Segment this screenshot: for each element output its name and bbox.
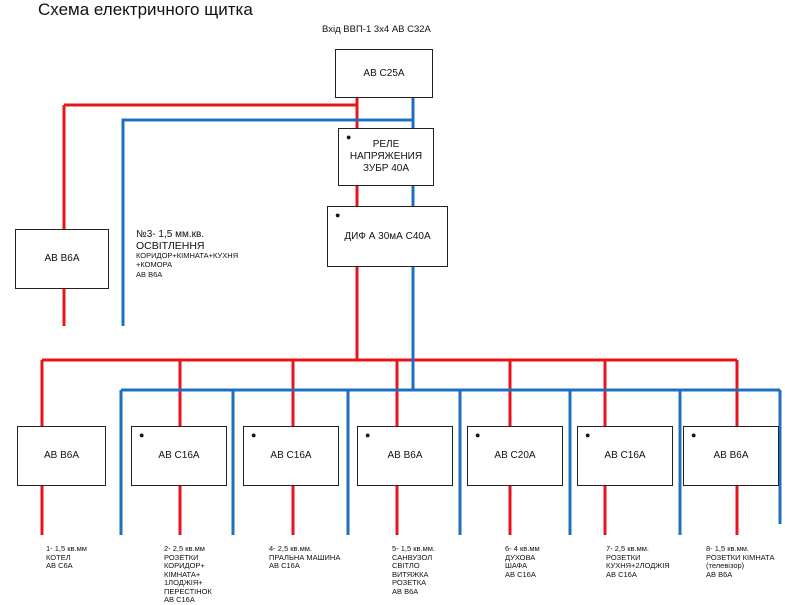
circuit-6-breaker-label: АВ С20А [494, 450, 536, 461]
circuit-2-breaker: ● АВ С16А [131, 426, 227, 486]
note-line: КУХНЯ+2ЛОДЖІЯ [606, 561, 670, 570]
circuit-1-breaker-label: АВ В6А [43, 450, 80, 461]
note-line: КОРИДОР+ [164, 561, 205, 570]
lighting-name: ОСВІТЛЕННЯ [136, 240, 205, 252]
note-line: 1ЛОДЖІЯ+ [164, 578, 203, 587]
input-cable-label: Вхід ВВП-1 3х4 АВ С32А [322, 24, 431, 35]
circuit-4-note: 4- 2,5 кв.мм. ПРАЛЬНА МАШИНА АВ С16А [269, 544, 341, 571]
note-line: 5- 1,5 кв.мм. [392, 544, 436, 553]
diagram-title: Схема електричного щитка [38, 0, 253, 19]
rcd-indicator-dot: ● [335, 210, 341, 220]
phase-wire [40, 98, 739, 426]
note-line: ПЕРЕСТІНОК [164, 586, 212, 596]
note-line: САНВУЗОЛ [392, 552, 433, 562]
note-line: ПРАЛЬНА МАШИНА [269, 552, 341, 562]
note-line: АВ С16А [606, 569, 637, 579]
note-line: РОЗЕТКИ КІМНАТА [706, 552, 775, 562]
note-line: РОЗЕТКА [392, 578, 427, 587]
note-line: АВ С6А [46, 561, 73, 570]
lighting-rooms: КОРИДОР+КІМНАТА+КУХНЯ [136, 251, 239, 260]
circuit-7-indicator-dot: ● [585, 430, 591, 440]
circuit-5-breaker-label: АВ В6А [387, 450, 423, 461]
lighting-circuit-note: №3- 1,5 мм.кв. ОСВІТЛЕННЯ КОРИДОР+КІМНАТ… [136, 229, 238, 280]
note-line: ВИТЯЖКА [392, 569, 429, 579]
note-line: РОЗЕТКИ [164, 552, 199, 562]
circuit-7-breaker-label: АВ С16А [604, 450, 646, 461]
note-line: ШАФА [505, 561, 528, 570]
circuit-1-breaker: АВ В6А [17, 426, 106, 486]
circuit-8-indicator-dot: ● [691, 430, 697, 440]
note-line: АВ В6А [706, 569, 733, 579]
relay-label-line1: РЕЛЕ [372, 139, 400, 150]
note-line: ДУХОВА [505, 552, 536, 562]
voltage-relay-box: ● РЕЛЕ НАПРЯЖЕНИЯ ЗУБР 40А [338, 128, 434, 186]
lighting-size: №3- 1,5 мм.кв. [136, 229, 205, 240]
relay-label-line3: ЗУБР 40А [362, 163, 410, 174]
circuit-8-note: 8- 1,5 кв.мм. РОЗЕТКИ КІМНАТА (телевізор… [706, 544, 775, 579]
circuit-5-indicator-dot: ● [365, 430, 371, 440]
phase-drop-wires [40, 289, 739, 535]
circuit-2-breaker-label: АВ С16А [158, 450, 200, 461]
lighting-breaker-box: АВ В6А [15, 229, 109, 289]
circuit-7-note: 7- 2,5 кв.мм. РОЗЕТКИ КУХНЯ+2ЛОДЖІЯ АВ С… [606, 544, 670, 579]
circuit-7-breaker: ● АВ С16А [577, 426, 673, 486]
circuit-6-indicator-dot: ● [475, 430, 481, 440]
note-line: РОЗЕТКИ [606, 552, 641, 562]
rcd-breaker-box: ● ДИФ А 30мА С40А [327, 206, 448, 267]
circuit-5-note: 5- 1,5 кв.мм. САНВУЗОЛ СВІТЛО ВИТЯЖКА РО… [392, 544, 436, 596]
note-line: 6- 4 кв.мм [505, 544, 540, 553]
rcd-label: ДИФ А 30мА С40А [344, 230, 431, 242]
note-line: СВІТЛО [392, 561, 420, 570]
note-line: АВ С16А [505, 569, 536, 579]
note-line: 8- 1,5 кв.мм. [706, 544, 750, 553]
circuit-6-note: 6- 4 кв.мм ДУХОВА ШАФА АВ С16А [505, 544, 540, 579]
note-line: КОТЕЛ [46, 552, 71, 562]
main-breaker-box: АВ С25А [335, 49, 433, 98]
main-breaker-label: АВ С25А [363, 67, 405, 79]
lighting-breaker-label: АВ В6А [44, 253, 80, 264]
circuit-6-breaker: ● АВ С20А [467, 426, 563, 486]
circuit-5-breaker: ● АВ В6А [357, 426, 453, 486]
note-line: 2- 2,5 кв.мм [164, 544, 205, 553]
circuit-2-note: 2- 2,5 кв.мм РОЗЕТКИ КОРИДОР+ КІМНАТА+ 1… [164, 544, 212, 605]
relay-indicator-dot: ● [346, 132, 352, 142]
note-line: АВ С16А [269, 561, 300, 570]
note-line: КІМНАТА+ [164, 569, 201, 579]
circuit-8-breaker-label: АВ В6А [713, 450, 749, 461]
circuit-2-indicator-dot: ● [139, 430, 145, 440]
note-line: АВ С16А [164, 595, 195, 604]
relay-label-line2: НАПРЯЖЕНИЯ [349, 151, 423, 162]
note-line: АВ В6А [392, 586, 419, 596]
circuit-4-breaker-label: АВ С16А [270, 450, 312, 461]
note-line: 7- 2,5 кв.мм. [606, 544, 650, 553]
note-line: (телевізор) [706, 561, 745, 570]
lighting-breaker-note: АВ В6А [136, 270, 163, 279]
note-line: 4- 2,5 кв.мм. [269, 544, 313, 553]
neutral-wire [119, 98, 782, 535]
note-line: 1- 1,5 кв.мм [46, 544, 87, 553]
circuit-4-breaker: ● АВ С16А [243, 426, 339, 486]
circuit-1-note: 1- 1,5 кв.мм КОТЕЛ АВ С6А [46, 544, 87, 571]
circuit-8-breaker: ● АВ В6А [683, 426, 779, 486]
lighting-rooms-2: +КОМОРА [136, 259, 173, 269]
circuit-4-indicator-dot: ● [251, 430, 257, 440]
